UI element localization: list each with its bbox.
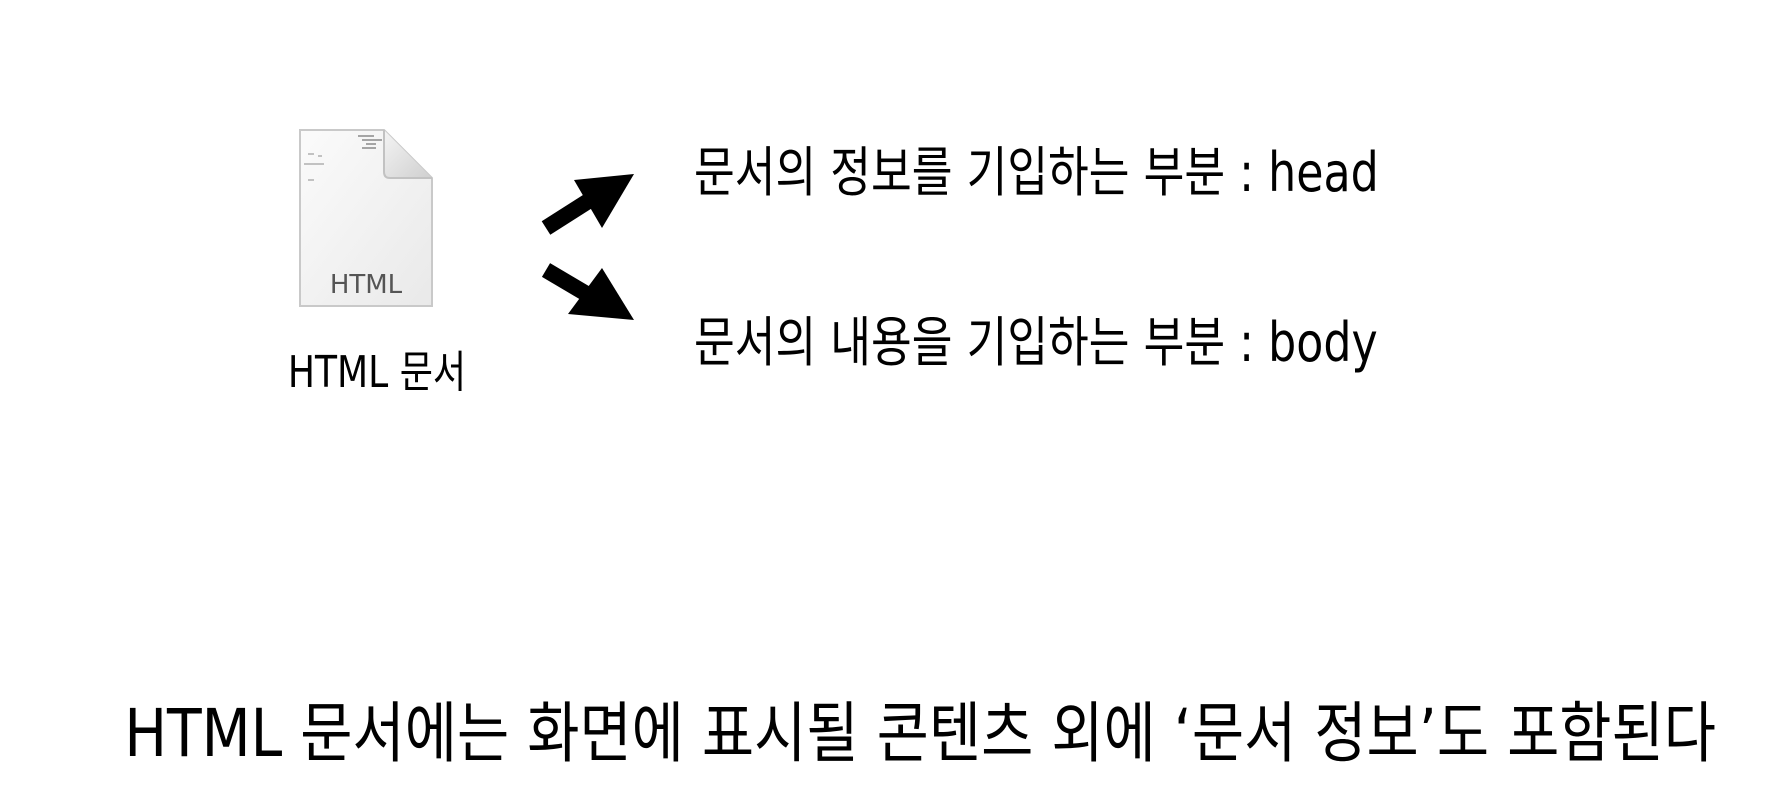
arrows-group xyxy=(540,166,650,326)
arrow-up-right-icon xyxy=(541,174,634,235)
html-file-icon: HTML xyxy=(296,128,434,310)
html-badge-text: HTML xyxy=(330,270,403,300)
head-part-label: 문서의 정보를 기입하는 부분 : head xyxy=(694,141,1379,204)
body-part-label: 문서의 내용을 기입하는 부분 : body xyxy=(694,311,1378,374)
caption: HTML 문서에는 화면에 표시될 콘텐츠 외에 ‘문서 정보’도 포함된다 xyxy=(124,695,1716,772)
arrow-down-right-icon xyxy=(541,263,634,320)
document-label: HTML 문서 xyxy=(287,347,467,398)
